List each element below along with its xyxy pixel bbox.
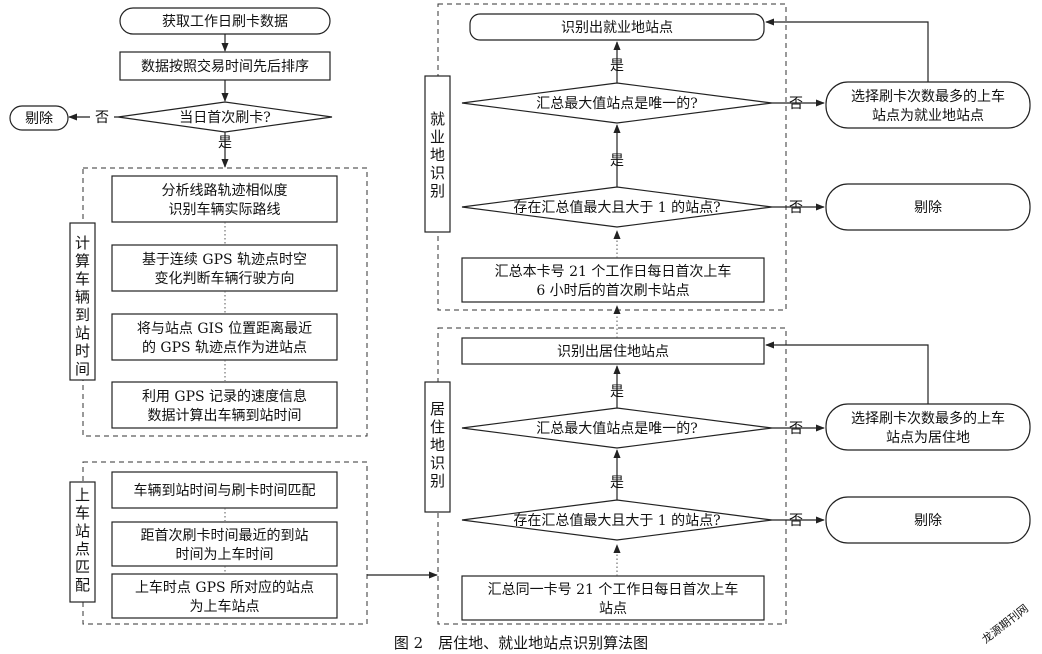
svg-text:居: 居 — [430, 400, 445, 418]
svg-text:识别出就业地站点: 识别出就业地站点 — [561, 20, 673, 36]
svg-text:间: 间 — [75, 360, 90, 378]
edge-label-no-first-tap: 否 — [95, 110, 109, 126]
edge-label-yes-work-max: 是 — [610, 153, 624, 169]
group-label-residence: 居 住 地 识 别 — [424, 381, 451, 513]
svg-text:辆: 辆 — [75, 288, 90, 306]
node-residence-reject: 剔除 — [825, 496, 1031, 544]
svg-text:存在汇总值最大且大于 1 的站点?: 存在汇总值最大且大于 1 的站点? — [513, 513, 720, 529]
svg-text:到: 到 — [75, 306, 90, 324]
svg-text:时间为上车时间: 时间为上车时间 — [176, 546, 274, 563]
node-residence-max-decision: 存在汇总值最大且大于 1 的站点? — [461, 499, 773, 541]
node-residence-unique-decision: 汇总最大值站点是唯一的? — [461, 407, 773, 449]
group-label-boarding: 上 车 站 点 匹 配 — [69, 481, 96, 603]
svg-text:地: 地 — [430, 436, 445, 454]
group-label-arrival: 计 算 车 辆 到 站 时 间 — [69, 222, 96, 381]
svg-text:汇总最大值站点是唯一的?: 汇总最大值站点是唯一的? — [536, 421, 698, 437]
svg-text:数据按照交易时间先后排序: 数据按照交易时间先后排序 — [141, 58, 309, 75]
node-nearest-arrival: 距首次刷卡时间最近的到站 时间为上车时间 — [111, 521, 338, 567]
svg-text:识: 识 — [430, 454, 445, 472]
node-trajectory-similarity: 分析线路轨迹相似度 识别车辆实际路线 — [111, 175, 338, 223]
svg-text:数据计算出车辆到站时间: 数据计算出车辆到站时间 — [148, 407, 302, 424]
svg-text:汇总本卡号 21 个工作日每日首次上车: 汇总本卡号 21 个工作日每日首次上车 — [495, 263, 732, 280]
edge-label-yes-res-max: 是 — [610, 475, 624, 491]
svg-text:别: 别 — [430, 182, 445, 200]
figure-caption: 图 2 居住地、就业地站点识别算法图 — [394, 634, 648, 652]
svg-text:6 小时后的首次刷卡站点: 6 小时后的首次刷卡站点 — [536, 283, 689, 299]
svg-text:识别出居住地站点: 识别出居住地站点 — [557, 344, 669, 360]
node-boarding-stop: 上车时点 GPS 所对应的站点 为上车站点 — [111, 573, 338, 619]
svg-text:站: 站 — [75, 324, 90, 342]
svg-text:选择刷卡次数最多的上车: 选择刷卡次数最多的上车 — [851, 88, 1005, 105]
svg-text:就: 就 — [430, 110, 445, 128]
node-workplace-unique-decision: 汇总最大值站点是唯一的? — [461, 82, 773, 124]
svg-text:车: 车 — [75, 504, 90, 522]
node-workplace-max-decision: 存在汇总值最大且大于 1 的站点? — [461, 186, 773, 228]
svg-text:上: 上 — [75, 486, 90, 504]
node-workplace-summary: 汇总本卡号 21 个工作日每日首次上车 6 小时后的首次刷卡站点 — [461, 257, 765, 303]
svg-text:当日首次刷卡?: 当日首次刷卡? — [179, 110, 271, 126]
node-sort: 数据按照交易时间先后排序 — [119, 51, 331, 81]
svg-text:计: 计 — [75, 234, 90, 252]
node-speed-arrival: 利用 GPS 记录的速度信息 数据计算出车辆到站时间 — [111, 381, 338, 429]
svg-text:汇总同一卡号 21 个工作日每日首次上车: 汇总同一卡号 21 个工作日每日首次上车 — [488, 581, 739, 598]
svg-text:为上车站点: 为上车站点 — [190, 598, 260, 615]
svg-text:剔除: 剔除 — [914, 513, 942, 529]
node-time-match: 车辆到站时间与刷卡时间匹配 — [111, 471, 338, 509]
svg-text:识别车辆实际路线: 识别车辆实际路线 — [169, 201, 281, 218]
edge-label-yes-res-unique: 是 — [610, 384, 624, 400]
node-residence-pick: 选择刷卡次数最多的上车 站点为居住地 — [825, 403, 1031, 451]
svg-text:站: 站 — [75, 522, 90, 540]
edge-label-no-res-unique: 否 — [789, 421, 803, 437]
svg-text:基于连续 GPS 轨迹点时空: 基于连续 GPS 轨迹点时空 — [142, 251, 307, 268]
edge-label-no-work-max: 否 — [789, 200, 803, 216]
edge-label-yes-work-unique: 是 — [610, 58, 624, 74]
svg-text:存在汇总值最大且大于 1 的站点?: 存在汇总值最大且大于 1 的站点? — [513, 200, 720, 216]
group-label-workplace: 就 业 地 识 别 — [424, 75, 451, 233]
node-workplace-result: 识别出就业地站点 — [469, 13, 765, 41]
node-reject-left: 剔除 — [9, 105, 69, 131]
svg-text:将与站点 GIS 位置距离最近: 将与站点 GIS 位置距离最近 — [137, 320, 312, 337]
svg-text:剔除: 剔除 — [25, 111, 53, 127]
svg-text:站点: 站点 — [599, 601, 627, 617]
svg-text:利用 GPS 记录的速度信息: 利用 GPS 记录的速度信息 — [142, 388, 307, 405]
node-workplace-reject: 剔除 — [825, 183, 1031, 231]
svg-text:算: 算 — [75, 252, 90, 270]
node-residence-result: 识别出居住地站点 — [461, 337, 765, 365]
svg-text:分析线路轨迹相似度: 分析线路轨迹相似度 — [162, 183, 288, 199]
node-start: 获取工作日刷卡数据 — [119, 7, 331, 35]
svg-text:识: 识 — [430, 164, 445, 182]
group-arrival-time — [82, 167, 368, 437]
svg-text:点: 点 — [75, 540, 90, 558]
node-residence-summary: 汇总同一卡号 21 个工作日每日首次上车 站点 — [461, 575, 765, 621]
svg-text:地: 地 — [430, 146, 445, 164]
svg-text:汇总最大值站点是唯一的?: 汇总最大值站点是唯一的? — [536, 96, 698, 112]
svg-text:距首次刷卡时间最近的到站: 距首次刷卡时间最近的到站 — [141, 528, 309, 544]
node-direction: 基于连续 GPS 轨迹点时空 变化判断车辆行驶方向 — [111, 244, 338, 292]
svg-text:获取工作日刷卡数据: 获取工作日刷卡数据 — [162, 14, 288, 30]
svg-text:站点为居住地: 站点为居住地 — [886, 430, 970, 446]
svg-text:站点为就业地站点: 站点为就业地站点 — [872, 108, 984, 124]
group-residence — [437, 327, 787, 625]
svg-text:选择刷卡次数最多的上车: 选择刷卡次数最多的上车 — [851, 410, 1005, 427]
svg-text:上车时点 GPS 所对应的站点: 上车时点 GPS 所对应的站点 — [135, 579, 314, 596]
node-workplace-pick: 选择刷卡次数最多的上车 站点为就业地站点 — [825, 81, 1031, 129]
svg-text:别: 别 — [430, 472, 445, 490]
svg-text:匹: 匹 — [75, 558, 90, 576]
svg-text:变化判断车辆行驶方向: 变化判断车辆行驶方向 — [155, 270, 295, 287]
svg-text:业: 业 — [430, 128, 445, 146]
watermark: 龙源期刊网 — [979, 601, 1031, 646]
svg-text:车辆到站时间与刷卡时间匹配: 车辆到站时间与刷卡时间匹配 — [134, 482, 316, 499]
svg-text:的 GPS 轨迹点作为进站点: 的 GPS 轨迹点作为进站点 — [142, 340, 307, 356]
svg-text:剔除: 剔除 — [914, 200, 942, 216]
node-gis-nearest: 将与站点 GIS 位置距离最近 的 GPS 轨迹点作为进站点 — [111, 313, 338, 361]
edge-label-yes-first-tap: 是 — [218, 135, 232, 151]
node-first-tap-decision: 当日首次刷卡? — [117, 101, 333, 133]
edge-label-no-work-unique: 否 — [789, 96, 803, 112]
svg-text:时: 时 — [75, 342, 90, 360]
svg-text:住: 住 — [430, 418, 445, 436]
edge-label-no-res-max: 否 — [789, 513, 803, 529]
svg-text:配: 配 — [75, 576, 90, 594]
svg-text:车: 车 — [75, 270, 90, 288]
